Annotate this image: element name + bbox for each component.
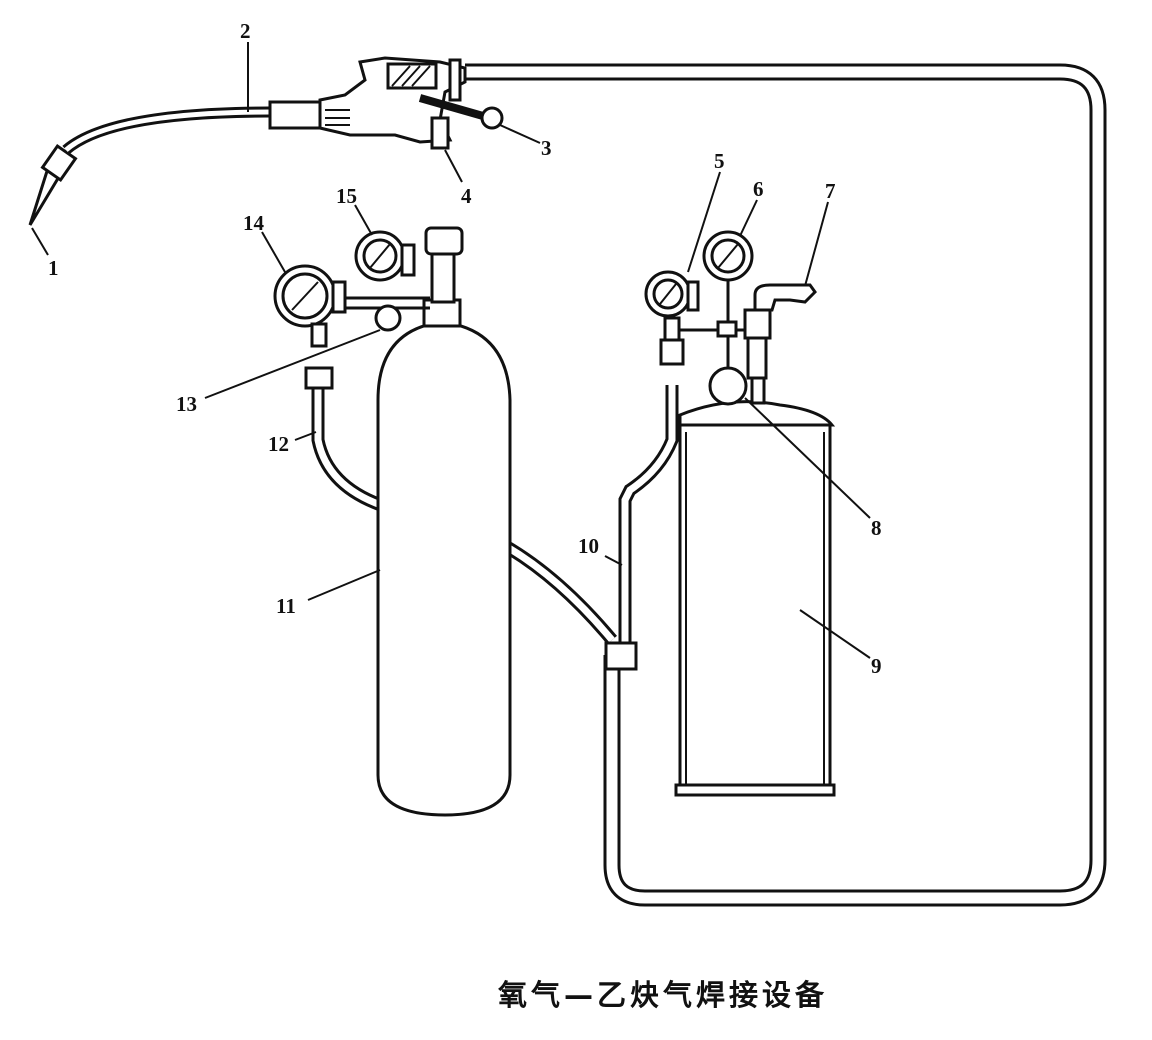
label-13-regulator: 13 [176, 392, 197, 416]
ball-8 [708, 366, 748, 406]
label-7-outlet: 7 [825, 179, 836, 203]
acetylene-hose [618, 385, 679, 645]
hose-loop [465, 63, 1107, 907]
acetylene-cylinder [644, 230, 836, 797]
label-5-gauge: 5 [714, 149, 725, 173]
label-15-gauge: 15 [336, 184, 357, 208]
label-3-valve: 3 [541, 136, 552, 160]
label-14-gauge: 14 [243, 211, 265, 235]
oxygen-cylinder [273, 226, 512, 817]
label-11-oxygen-cylinder: 11 [276, 594, 296, 618]
label-4-knob: 4 [461, 184, 472, 208]
leader-lines [31, 42, 871, 659]
label-2-torch-tube: 2 [240, 19, 251, 43]
label-9-acetylene-cylinder: 9 [871, 654, 882, 678]
label-12-oxygen-hose: 12 [268, 432, 289, 456]
welding-torch [28, 56, 504, 226]
label-8-ball: 8 [871, 516, 882, 540]
label-10-acetylene-hose: 10 [578, 534, 599, 558]
label-6-gauge: 6 [753, 177, 764, 201]
diagram-caption: 氧气—乙炔气焊接设备 [498, 978, 829, 1012]
label-1-torch-tip: 1 [48, 256, 59, 280]
hose-clamp [604, 641, 638, 671]
